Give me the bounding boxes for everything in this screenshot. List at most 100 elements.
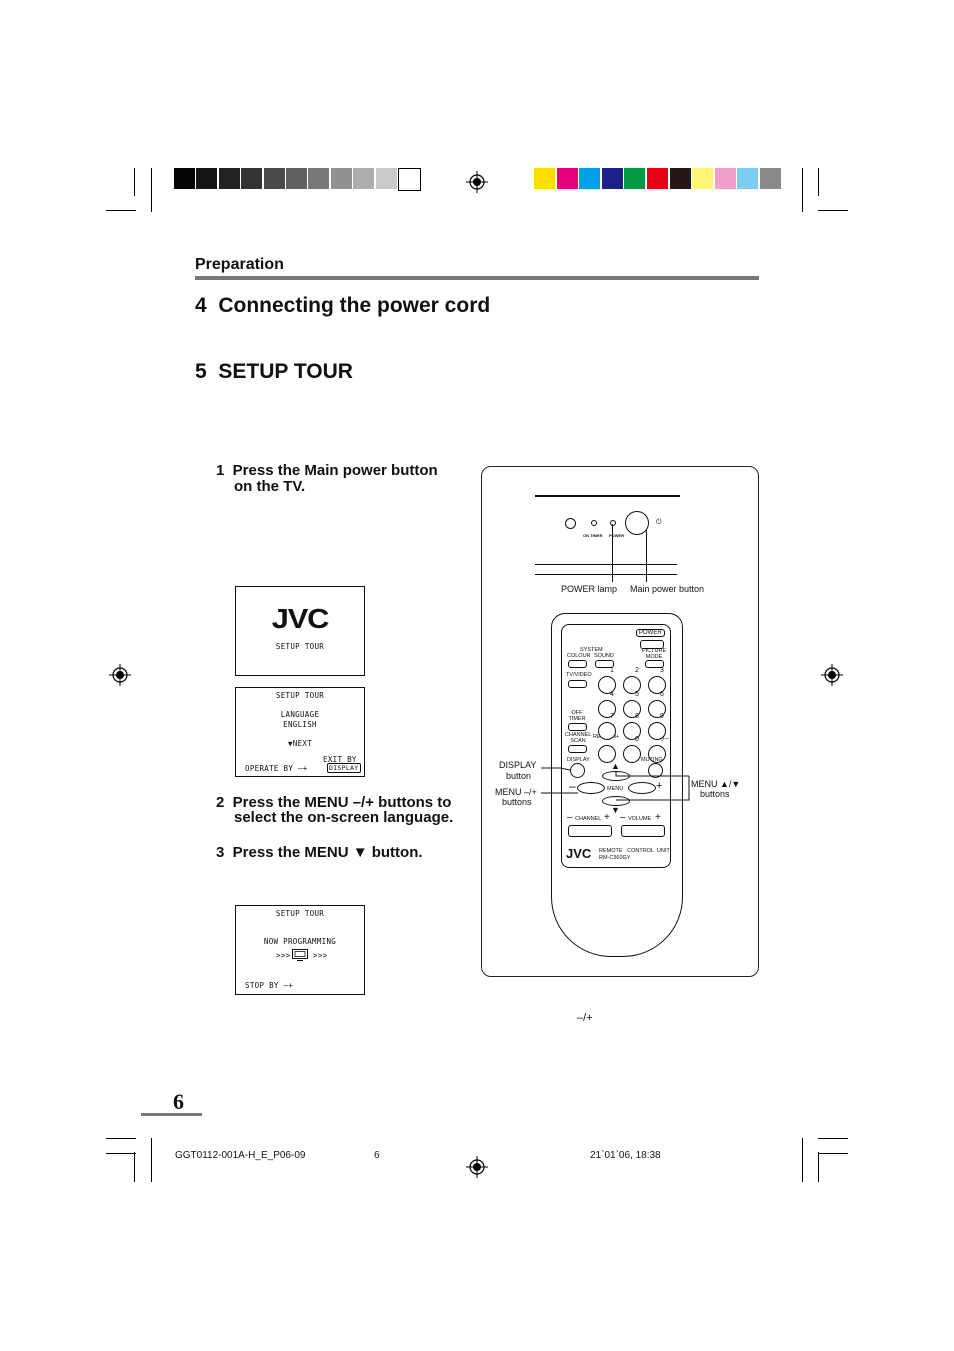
digit-key[interactable] [648,745,666,763]
gray-swatch [263,168,285,189]
digit-key[interactable] [648,722,666,740]
power-symbol-icon: ⏻ [656,519,662,526]
screen-title: SETUP TOUR [275,642,325,651]
volume-plus-icon: + [655,812,661,823]
digit-key[interactable] [623,700,641,718]
footnote: –/+ [577,1012,593,1024]
sound-key[interactable] [595,660,614,668]
section-rule [195,276,759,280]
heading-power-cord: 4 Connecting the power cord [195,294,491,317]
footer-page: 6 [374,1150,380,1161]
remote-body [551,613,683,957]
digit-label: 1 [610,667,614,674]
power-key[interactable] [640,640,664,649]
channel-key[interactable] [568,825,612,837]
digit-label: 2 [635,667,639,674]
digit-label: 9 [660,713,664,720]
muting-key-label: MUTING [641,757,663,763]
main-power-callout: Main power button [630,584,705,594]
main-leader-line [646,530,647,582]
color-swatch [579,168,601,189]
channel-scan-key[interactable] [568,745,587,753]
section-label: Preparation [195,256,284,273]
color-swatch [534,168,555,189]
down-arrow-icon: ▼ [611,805,620,815]
picture-mode-key[interactable] [645,660,664,668]
display-callout-line1: DISPLAY [499,760,537,770]
return-key[interactable] [598,745,616,763]
progress-arrows-left: >>> [276,951,291,960]
channel-label: CHANNEL [575,816,602,822]
color-swatch [669,168,691,189]
tv-icon [292,949,308,961]
registration-mark-icon [466,171,488,193]
screen-title: SETUP TOUR [275,691,325,700]
menu-key-label: MENU [607,786,624,792]
digit-key[interactable] [623,676,641,694]
lamp-leader-line [612,524,613,582]
screen-title: SETUP TOUR [275,909,325,918]
step-3: 3 Press the MENU ▼ button. [216,844,423,861]
exit-hint: EXIT BY [323,755,357,764]
system-label: SYSTEM [580,647,603,653]
color-swatch [692,168,714,189]
menu-minus-key[interactable] [577,782,605,794]
tv-video-label: TV/VIDEO [566,672,592,678]
screen-now-programming: SETUP TOUR NOW PROGRAMMING >>> >>> STOP … [235,905,365,995]
display-key[interactable] [570,763,585,778]
menu-ud-callout-line2: buttons [700,789,730,799]
color-swatch [760,168,781,189]
power-label: POWER [609,533,625,538]
digit-label: 4 [610,691,614,698]
footer-date: 21`01`06, 18:38 [590,1150,661,1161]
menu-pm-callout-line2: buttons [502,797,532,807]
off-timer-label: OFF TIMER [568,710,586,722]
minus-icon: – [569,779,576,793]
power-lamp-icon [610,520,616,526]
picture-mode-label: PICTURE MODE [642,648,667,660]
menu-plus-key[interactable] [628,782,656,794]
digit-key[interactable] [623,722,641,740]
digit-key[interactable] [623,745,641,763]
remote-jvc-logo: JVC [566,846,592,861]
muting-key[interactable] [648,763,663,778]
colour-key[interactable] [568,660,587,668]
sound-label: SOUND [594,653,614,659]
menu-down-key[interactable] [602,796,630,806]
remote-unit-label: REMOTE CONTROL UNIT [599,848,670,854]
display-key-label: DISPLAY [567,757,590,763]
digit-key[interactable] [598,700,616,718]
digit-label: 8 [635,713,639,720]
digit-key[interactable] [598,722,616,740]
digit-key[interactable] [598,676,616,694]
power-lamp-callout: POWER lamp [561,584,618,594]
step-1-line1: 1 Press the Main power button [216,462,438,479]
colour-label: COLOUR [567,653,591,659]
gray-swatch [174,168,195,189]
heading-setup-tour: 5 SETUP TOUR [195,360,353,383]
gray-swatch [286,168,307,189]
remote-model-label: RM-C360GY [599,855,631,861]
tv-video-key[interactable] [568,680,587,688]
main-power-button[interactable] [625,511,649,535]
gray-swatch [398,168,421,191]
digit-key[interactable] [648,700,666,718]
volume-minus-icon: – [620,812,626,823]
volume-key[interactable] [621,825,665,837]
color-swatch [714,168,736,189]
channel-scan-label: CHANNEL SCAN [565,732,592,744]
gray-swatch [353,168,375,189]
digit-label: -/-- [660,736,669,743]
page-number-rule [141,1113,202,1116]
power-key-label: POWER [636,629,665,637]
language-label: LANGUAGE [280,710,320,719]
off-timer-key[interactable] [568,723,587,731]
display-key-label: DISPLAY [327,763,361,773]
step-1-line2: on the TV. [234,478,306,495]
digit-key[interactable] [648,676,666,694]
language-value: ENGLISH [283,720,317,729]
gray-swatch [241,168,263,189]
color-swatch [647,168,668,189]
registration-mark-icon [466,1156,488,1178]
gray-swatch [308,168,330,189]
